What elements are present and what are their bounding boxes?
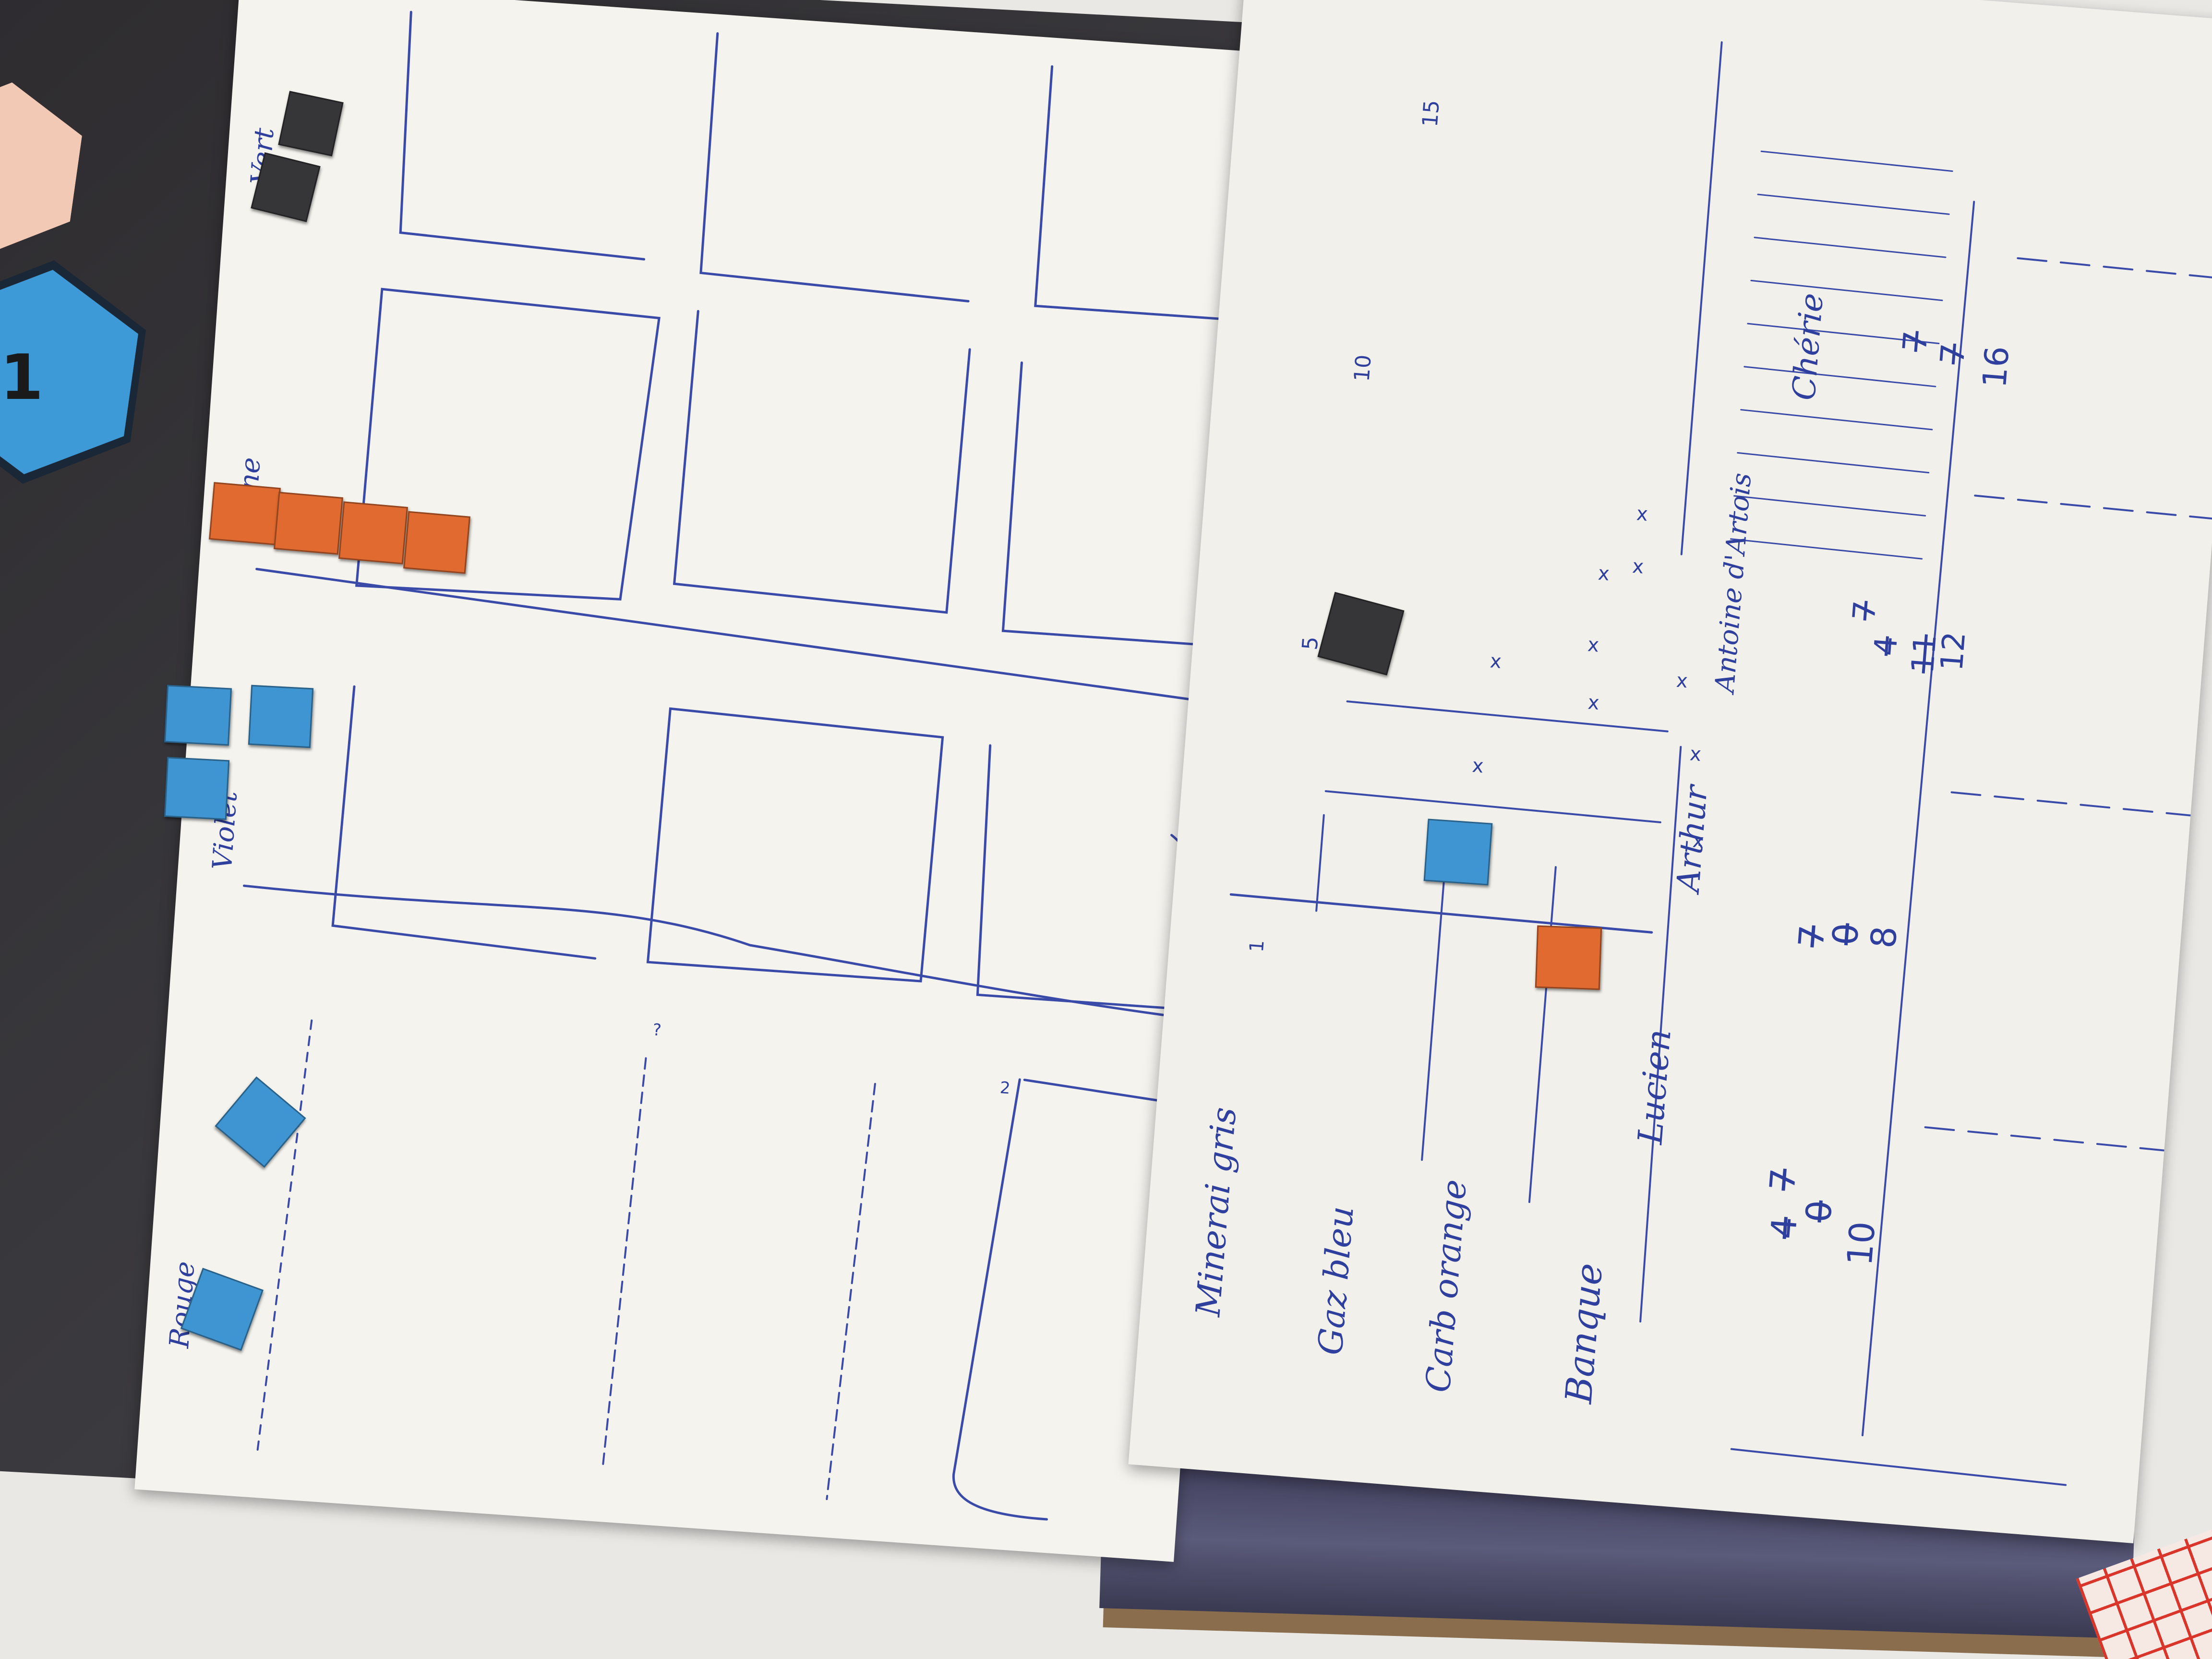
orange-resource-marker[interactable] bbox=[1535, 925, 1602, 990]
track-line bbox=[1730, 538, 1923, 560]
blue-token[interactable] bbox=[164, 757, 230, 820]
value-arthur-3: 8 bbox=[1863, 925, 1905, 950]
track-label-15: 15 bbox=[1418, 99, 1444, 128]
road-line bbox=[243, 884, 1203, 1022]
track-mark: x bbox=[1587, 691, 1600, 715]
black-token[interactable] bbox=[278, 91, 344, 156]
track-line bbox=[1754, 237, 1947, 258]
table-line bbox=[1315, 814, 1325, 912]
road-line bbox=[255, 567, 1226, 706]
track-line bbox=[1757, 193, 1950, 215]
value-cheris-1: 7 bbox=[1896, 329, 1936, 353]
blue-token[interactable] bbox=[248, 685, 314, 748]
column-line bbox=[1730, 1448, 2067, 1486]
map-sheet: Vert Jaune Violet Rouge ? 2 bbox=[134, 0, 1279, 1562]
table-line bbox=[1528, 866, 1557, 1203]
block-outline bbox=[699, 32, 970, 302]
value-arthur-2: 0 bbox=[1824, 921, 1867, 947]
blue-token[interactable] bbox=[164, 685, 232, 746]
block-outline bbox=[673, 310, 971, 614]
block-outline bbox=[1001, 361, 1220, 648]
value-lucien-3: 0 bbox=[1798, 1199, 1840, 1224]
orange-token[interactable] bbox=[209, 482, 281, 545]
row-line bbox=[1924, 1126, 2189, 1154]
value-cheris-3: 16 bbox=[1975, 345, 2017, 389]
orange-token[interactable] bbox=[338, 501, 408, 565]
track-line bbox=[1740, 409, 1933, 431]
score-sketch bbox=[1229, 41, 2212, 1486]
row-line bbox=[1950, 791, 2212, 819]
value-antoine-2: 4 bbox=[1867, 635, 1905, 658]
map-mark-2: 2 bbox=[999, 1078, 1011, 1098]
table-line bbox=[1346, 700, 1669, 733]
track-line bbox=[1747, 323, 1940, 344]
track-line bbox=[1750, 279, 1943, 301]
road-line bbox=[602, 1057, 647, 1466]
track-mark: x bbox=[1635, 503, 1649, 526]
orange-token[interactable] bbox=[403, 511, 470, 574]
track-line bbox=[1737, 452, 1930, 474]
table-line bbox=[1639, 745, 1682, 1322]
block-outline bbox=[331, 685, 597, 960]
block-outline bbox=[399, 11, 646, 261]
block-outline bbox=[646, 707, 944, 983]
value-lucien-4: 10 bbox=[1839, 1220, 1883, 1267]
value-cheris-2: 7 bbox=[1933, 342, 1973, 366]
track-mark: x bbox=[1631, 555, 1645, 578]
road-line bbox=[826, 1082, 876, 1500]
column-line bbox=[1861, 201, 1975, 1437]
map-sketch bbox=[243, 11, 1243, 1521]
track-mark: x bbox=[1689, 743, 1702, 766]
track-label-10: 10 bbox=[1349, 354, 1376, 383]
value-lucien-1: 7 bbox=[1762, 1167, 1804, 1192]
track-mark: x bbox=[1587, 634, 1600, 657]
track-line bbox=[1743, 366, 1936, 387]
block-outline bbox=[355, 288, 661, 601]
track-mark: x bbox=[1489, 650, 1503, 673]
value-antoine-1: 7 bbox=[1846, 599, 1884, 622]
score-sheet: 15 10 5 1 Minerai gris Gaz bleu Carb ora… bbox=[1128, 0, 2212, 1543]
row-line bbox=[1974, 494, 2212, 522]
track-mark: x bbox=[1597, 562, 1611, 586]
row-line bbox=[2017, 257, 2212, 283]
table-line bbox=[1324, 790, 1661, 824]
map-mark-1: ? bbox=[652, 1020, 662, 1040]
orange-token[interactable] bbox=[274, 492, 343, 555]
track-line bbox=[1733, 495, 1926, 517]
table-line bbox=[1421, 857, 1447, 1161]
value-antoine-4: 12 bbox=[1934, 630, 1973, 673]
track-label-1: 1 bbox=[1245, 939, 1269, 953]
track-mark: x bbox=[1471, 754, 1485, 778]
road-line bbox=[256, 1019, 313, 1451]
track-line bbox=[1760, 150, 1953, 172]
hex-number-label: 1 bbox=[0, 341, 44, 414]
track-mark: x bbox=[1675, 669, 1689, 693]
table-line bbox=[1680, 41, 1723, 555]
blue-resource-marker[interactable] bbox=[1423, 818, 1493, 886]
block-outline bbox=[1034, 65, 1243, 322]
road-line bbox=[952, 1078, 1048, 1521]
track-mark: x bbox=[1692, 830, 1705, 853]
